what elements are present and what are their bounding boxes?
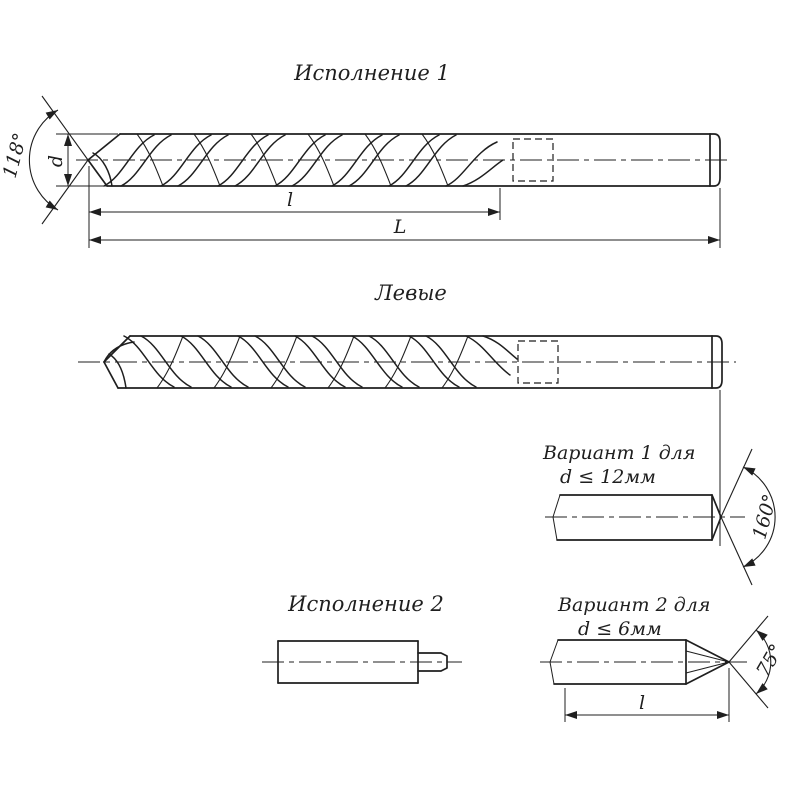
variant2-detail: Вариант 2 для d ≤ 6мм 75° l: [540, 594, 788, 722]
drill1-flute-curves: [103, 134, 504, 187]
variant2-title-line2: d ≤ 6мм: [578, 618, 662, 640]
drill1-end-cap: [709, 133, 721, 187]
diameter-label: d: [45, 155, 67, 167]
drill2-end-cap: [711, 335, 723, 389]
variant2-title-line1: Вариант 2 для: [557, 594, 710, 616]
center-angle-value: 75°: [752, 640, 788, 680]
variant1-title-line2: d ≤ 12мм: [560, 466, 656, 488]
drill2-flute-back-curves: [156, 335, 469, 389]
variant1-break-edge: [552, 494, 561, 541]
view2-neck: [417, 652, 448, 672]
drill2-hidden-shank-zone: [517, 340, 559, 384]
diameter-dimension: d: [45, 133, 118, 187]
variant2-length-dimension: l: [564, 668, 730, 722]
overall-length-dimension: L: [89, 188, 721, 248]
variant2-length-label: l: [639, 692, 645, 714]
overall-length-label: L: [393, 216, 407, 238]
variant1-title-line1: Вариант 1 для: [542, 442, 695, 464]
drill2-flute-curves: [123, 335, 518, 388]
drill1-hidden-shank-zone: [512, 138, 554, 182]
variant2-point-facets: [685, 650, 730, 674]
drill2-point: [103, 335, 135, 389]
left-hand-title: Левые: [374, 281, 447, 305]
variant1-detail: Вариант 1 для d ≤ 12мм 160°: [542, 442, 782, 586]
view2-title: Исполнение 2: [287, 592, 444, 616]
point-angle-value: 118°: [0, 130, 32, 180]
point-angle-annotation: 118°: [0, 95, 89, 225]
variant2-break-edge: [549, 639, 559, 685]
view2-blank: Исполнение 2: [262, 592, 462, 684]
flute-length-dimension: l: [88, 166, 501, 248]
drill1-point: [87, 133, 121, 187]
shank-end-angle-value: 160°: [748, 492, 781, 542]
view1-title: Исполнение 1: [293, 61, 450, 85]
drill1-flute-back-curves: [136, 133, 449, 187]
flute-length-label: l: [287, 189, 293, 211]
view-left-hand-drill: Левые: [78, 281, 736, 546]
view1-drill-right-hand: Исполнение 1 118° d: [0, 61, 732, 248]
